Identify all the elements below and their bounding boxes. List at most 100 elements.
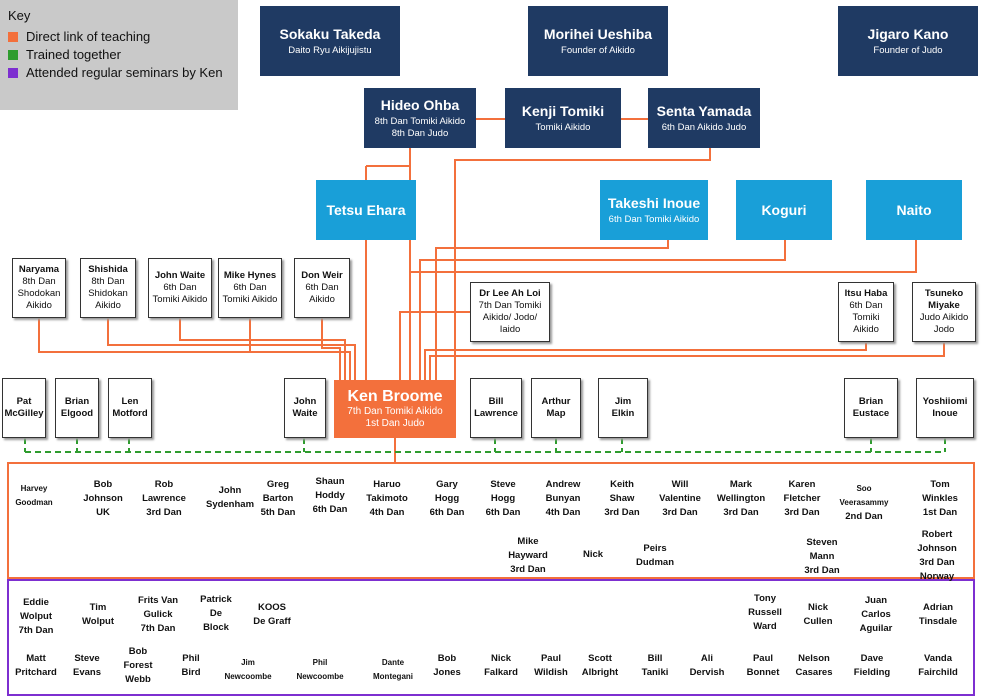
legend: Key Direct link of teaching Trained toge… bbox=[0, 0, 238, 110]
student-name-line: Frits Van bbox=[137, 595, 179, 606]
student-name-line: Patrick bbox=[200, 594, 232, 605]
student-name-line: Steve bbox=[490, 479, 516, 490]
node-name: Ken Broome bbox=[347, 388, 443, 405]
node-name: Senta Yamada bbox=[656, 102, 752, 119]
student-name-line: Mike bbox=[517, 536, 539, 547]
node-sub: Daito Ryu Aikijujistu bbox=[288, 44, 372, 56]
student-name-line: Mann bbox=[809, 551, 835, 562]
node-line: Tomiki bbox=[852, 312, 880, 323]
student-name-line: Casares bbox=[795, 667, 833, 678]
student-name-line: 6th Dan bbox=[485, 507, 521, 518]
student-name-line: Nelson bbox=[798, 653, 830, 664]
student-name-line: Steve bbox=[74, 653, 100, 664]
student-name-line: Hoddy bbox=[315, 490, 345, 501]
node-mcgilley: Pat McGilley bbox=[2, 378, 46, 438]
student-name-line: Shaw bbox=[609, 493, 635, 504]
node-line: Aikido bbox=[309, 294, 335, 305]
direct-student: Nick bbox=[583, 548, 603, 562]
student-name-line: Karen bbox=[788, 479, 816, 490]
node-john-waite-peer: John Waite bbox=[284, 378, 326, 438]
node-name: Bill bbox=[488, 396, 504, 407]
node-elgood: Brian Elgood bbox=[55, 378, 99, 438]
node-sub: 7th Dan Tomiki Aikido bbox=[347, 406, 443, 417]
student-name-line: Pritchard bbox=[15, 667, 57, 678]
node-naryama: Naryama 8th Dan Shodokan Aikido bbox=[12, 258, 66, 318]
student-name-line: John bbox=[218, 485, 242, 496]
student-name-line: 1st Dan bbox=[922, 507, 958, 518]
student-name-line: Rob bbox=[154, 479, 174, 490]
student-name-line: Phil bbox=[182, 653, 200, 664]
node-name: Map bbox=[546, 408, 566, 419]
student-name-line: 7th Dan bbox=[140, 623, 176, 634]
student-name-line: Veerasammy bbox=[839, 498, 889, 507]
student-name-line: Falkard bbox=[484, 667, 518, 678]
node-name: Jigaro Kano bbox=[867, 25, 949, 42]
student-name-line: Tony bbox=[753, 593, 776, 604]
node-name: Inoue bbox=[932, 408, 958, 419]
student-name-line: Bonnet bbox=[746, 667, 780, 678]
student-name-line: Forest bbox=[123, 660, 153, 671]
student-name-line: Ali bbox=[700, 653, 714, 664]
student-name-line: Peirs bbox=[643, 543, 667, 554]
node-yoshiiomi-inoue: Yoshiiomi Inoue bbox=[916, 378, 974, 438]
node-line: Aikido bbox=[95, 300, 121, 311]
node-name: Koguri bbox=[761, 202, 807, 218]
student-name-line: Aguilar bbox=[859, 623, 893, 634]
student-name-line: Johnson bbox=[83, 493, 123, 504]
student-name-line: Hayward bbox=[508, 550, 548, 561]
student-name-line: Bob bbox=[128, 646, 148, 657]
node-lee-ah-loi: Dr Lee Ah Loi 7th Dan Tomiki Aikido/ Jod… bbox=[470, 282, 550, 342]
node-name: Miyake bbox=[928, 300, 960, 311]
node-name: Morihei Ueshiba bbox=[543, 25, 653, 42]
student-name-line: 3rd Dan bbox=[146, 507, 182, 518]
student-name-line: Steven bbox=[806, 537, 838, 548]
student-name-line: 4th Dan bbox=[545, 507, 581, 518]
node-name: Itsu Haba bbox=[844, 288, 888, 299]
student-name-line: 3rd Dan bbox=[604, 507, 640, 518]
student-name-line: Robert bbox=[921, 529, 953, 540]
node-sub-line: 8th Dan Judo bbox=[391, 127, 449, 139]
student-name-line: 3rd Dan bbox=[784, 507, 820, 518]
student-name-line: 3rd Dan bbox=[510, 564, 546, 575]
student-name-line: Jim bbox=[241, 658, 255, 667]
node-kano: Jigaro Kano Founder of Judo bbox=[838, 6, 978, 76]
node-name: Tetsu Ehara bbox=[326, 202, 406, 218]
student-name-line: Webb bbox=[125, 674, 151, 685]
student-name-line: 5th Dan bbox=[260, 507, 296, 518]
student-name-line: Eddie bbox=[23, 597, 49, 608]
student-name-line: Russell bbox=[748, 607, 782, 618]
node-line: Iaido bbox=[499, 324, 521, 335]
node-map: Arthur Map bbox=[531, 378, 581, 438]
node-line: 8th Dan bbox=[91, 276, 125, 287]
student-name-line: Wolput bbox=[81, 616, 115, 627]
student-name-line: Paul bbox=[540, 653, 562, 664]
node-line: Judo Aikido bbox=[919, 312, 969, 323]
student-name-line: 7th Dan bbox=[18, 625, 54, 636]
node-name: Eustace bbox=[852, 408, 890, 419]
student-name-line: 4th Dan bbox=[369, 507, 405, 518]
student-name-line: Barton bbox=[262, 493, 294, 504]
node-sub: 6th Dan Aikido Judo bbox=[661, 121, 747, 133]
node-name: Waite bbox=[292, 408, 318, 419]
student-name-line: Fielding bbox=[853, 667, 891, 678]
legend-item-teaching: Direct link of teaching bbox=[8, 29, 230, 44]
student-name-line: Adrian bbox=[922, 602, 954, 613]
student-name-line: Fairchild bbox=[918, 667, 958, 678]
student-name-line: Harvey bbox=[20, 484, 48, 493]
